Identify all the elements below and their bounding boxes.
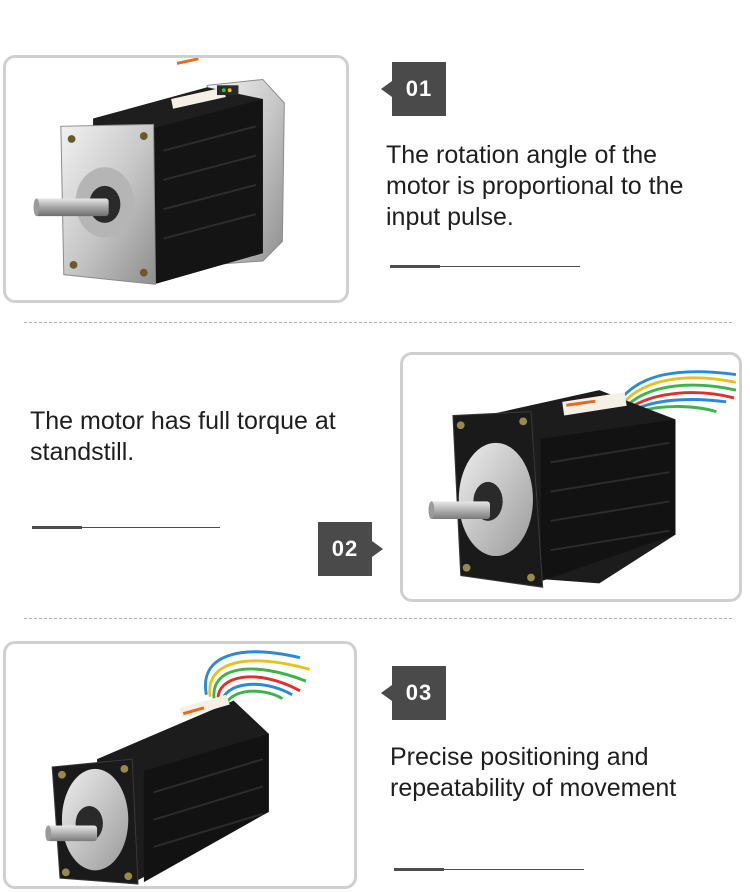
stepper-motor-image xyxy=(33,58,285,285)
feature-description-2: The motor has full torque at standstill. xyxy=(30,407,336,466)
badge-pointer-arrow xyxy=(381,685,392,701)
feature-number-badge-1: 01 xyxy=(381,62,446,116)
feature-number-badge-3: 03 xyxy=(381,666,446,720)
feature-description-1: The rotation angle of the motor is propo… xyxy=(386,141,684,231)
motor-image-frame-2 xyxy=(400,352,742,602)
motor-image-frame-3 xyxy=(3,641,357,889)
stepper-motor-image xyxy=(45,650,311,885)
feature-number: 03 xyxy=(405,680,433,705)
feature-number: 02 xyxy=(331,536,359,561)
stepper-motor-image xyxy=(428,370,737,588)
section-divider-2 xyxy=(24,618,732,619)
feature-description-3: Precise positioning and repeatability of… xyxy=(390,743,677,802)
badge-pointer-arrow xyxy=(381,81,392,97)
section-divider-1 xyxy=(24,322,732,323)
badge-pointer-arrow xyxy=(372,541,383,557)
feature-number-badge-2: 02 xyxy=(318,522,383,576)
decorative-underline-3 xyxy=(394,868,584,871)
motor-image-frame-1 xyxy=(3,55,349,303)
decorative-underline-2 xyxy=(32,526,220,529)
decorative-underline-1 xyxy=(390,265,580,268)
feature-number: 01 xyxy=(405,76,433,101)
